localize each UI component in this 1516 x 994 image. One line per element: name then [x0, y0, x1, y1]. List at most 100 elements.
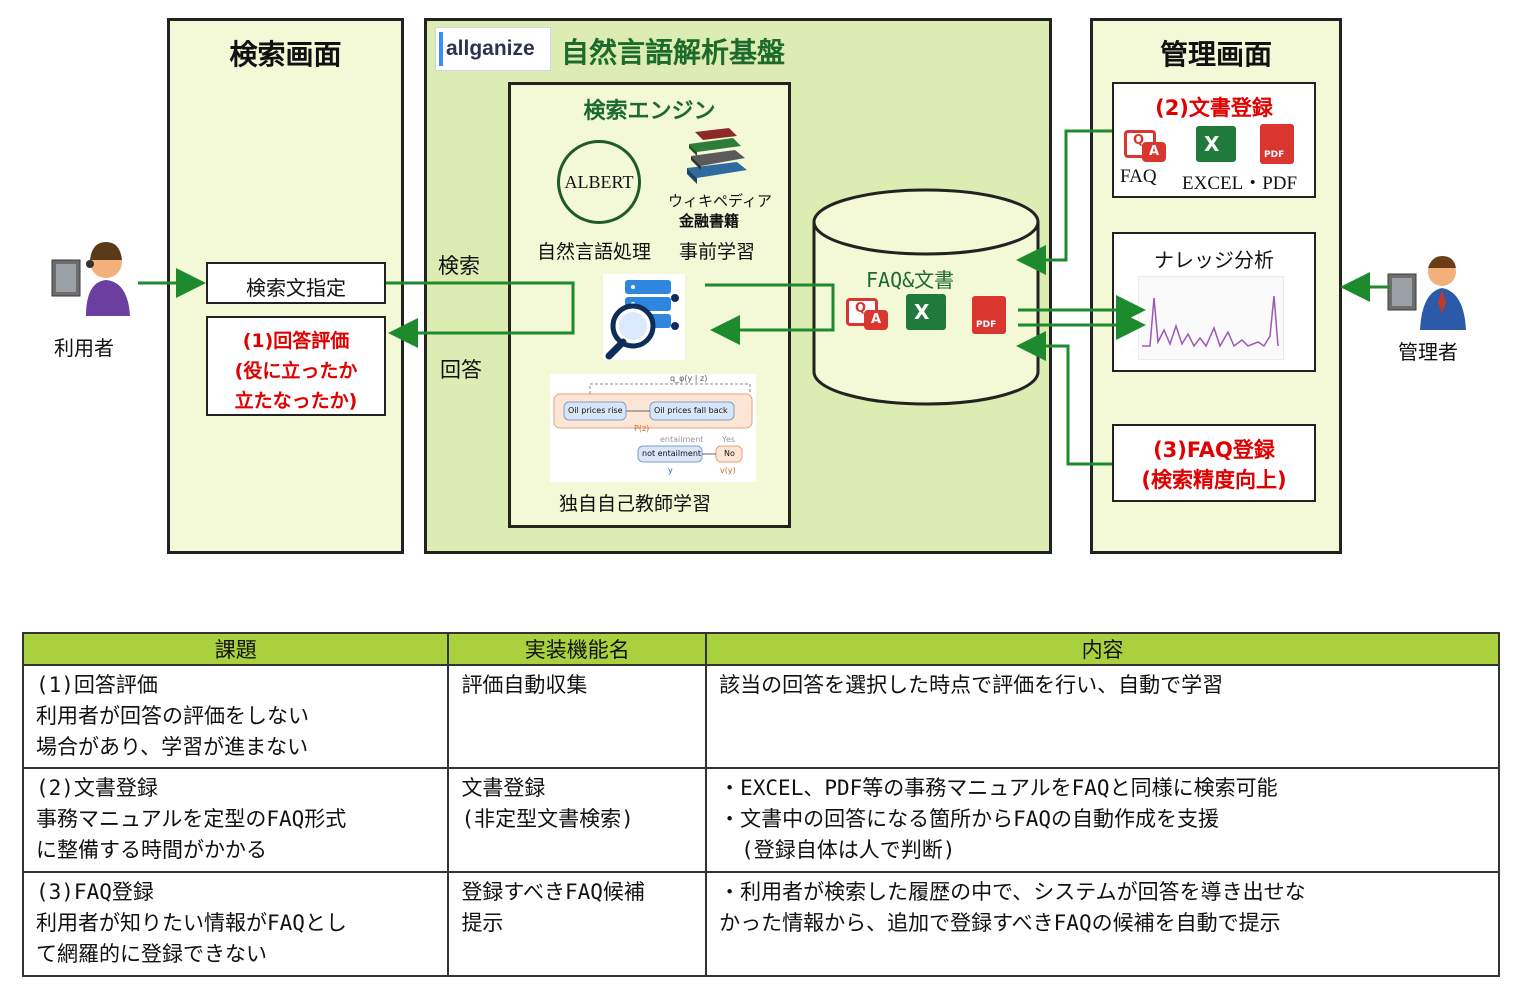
- answer-flow-label: 回答: [440, 358, 482, 382]
- answer-eval-line-2: (役に立ったか: [234, 360, 358, 382]
- books-caption-line1: ウィキペディア: [668, 192, 772, 210]
- database-label: FAQ&文書: [866, 268, 955, 292]
- albert-model-circle: ALBERT: [557, 140, 641, 224]
- pdf-icon: PDF: [972, 296, 1006, 334]
- albert-label: ALBERT: [564, 172, 634, 192]
- allganize-logo: allganize: [435, 27, 551, 71]
- doc-excel-icon: X: [1196, 126, 1236, 162]
- qa-icon: Q A: [846, 298, 890, 332]
- search-screen-title: 検索画面: [229, 38, 342, 71]
- cell-line: 利用者が回答の評価をしない: [36, 704, 309, 728]
- feature-cell: 登録すべきFAQ候補 提示: [447, 871, 708, 977]
- qa-icon-q: Q: [855, 301, 867, 316]
- faq-register-line-2: (検索精度向上): [1141, 468, 1287, 492]
- fig-node-2: Oil prices fall back: [654, 406, 728, 415]
- doc-excel-pdf-label: EXCEL・PDF: [1182, 173, 1298, 194]
- cell-line: 事務マニュアルを定型のFAQ形式: [36, 807, 347, 831]
- knowledge-analysis-title: ナレッジ分析: [1154, 248, 1274, 272]
- fig-p-label: P(z): [634, 424, 650, 433]
- header-issue: 課題: [21, 632, 450, 666]
- user-person-icon: [51, 242, 130, 316]
- cell-line: (登録自体は人で判断): [741, 838, 956, 862]
- qa-icon-a: A: [871, 312, 882, 327]
- table-row: (1)回答評価 利用者が回答の評価をしない 場合があり、学習が進まない 評価自動…: [21, 664, 1500, 769]
- answer-evaluation-box[interactable]: (1)回答評価 (役に立ったか 立たなったか): [206, 316, 386, 416]
- table-row: (3)FAQ登録 利用者が知りたい情報がFAQとし て網羅的に登録できない 登録…: [21, 871, 1500, 977]
- cell-line: 登録すべきFAQ候補: [461, 880, 645, 904]
- issue-cell: (1)回答評価 利用者が回答の評価をしない 場合があり、学習が進まない: [21, 664, 450, 769]
- search-server-icon: [603, 274, 685, 360]
- self-supervised-caption: 独自自己教師学習: [559, 493, 712, 515]
- fig-yes-label: Yes: [722, 435, 735, 444]
- doc-pdf-icon-label: PDF: [1264, 150, 1285, 160]
- cell-line: ・EXCEL、PDF等の事務マニュアルをFAQと同様に検索可能: [719, 776, 1278, 800]
- excel-icon-x: X: [914, 300, 930, 324]
- pdf-icon-label: PDF: [976, 320, 997, 330]
- search-flow-label: 検索: [438, 254, 480, 278]
- admin-person-icon: [1387, 256, 1466, 330]
- admin-label: 管理者: [1398, 340, 1458, 364]
- admin-screen-title: 管理画面: [1159, 38, 1272, 71]
- cell-line: 該当の回答を選択した時点で評価を行い、自動で学習: [719, 673, 1224, 697]
- query-input-label: 検索文指定: [246, 276, 346, 300]
- cell-line: 利用者が知りたい情報がFAQとし: [36, 911, 347, 935]
- fig-q-label: q_φ(y | z): [670, 374, 708, 383]
- content-cell: 該当の回答を選択した時点で評価を行い、自動で学習: [705, 664, 1500, 769]
- table-row: (2)文書登録 事務マニュアルを定型のFAQ形式 に整備する時間がかかる 文書登…: [21, 767, 1500, 873]
- doc-pdf-icon: PDF: [1260, 124, 1294, 164]
- header-feature: 実装機能名: [447, 632, 708, 666]
- doc-qa-icon: Q A: [1124, 130, 1168, 164]
- issues-table: 課題 実装機能名 内容 (1)回答評価 利用者が回答の評価をしない 場合があり、…: [21, 632, 1500, 977]
- cell-line: (1)回答評価: [36, 673, 158, 697]
- cell-line: 提示: [461, 911, 504, 935]
- nlp-caption: 自然言語処理: [537, 241, 652, 263]
- fig-node-4: No: [724, 449, 735, 458]
- books-caption-line2: 金融書籍: [679, 212, 740, 230]
- fig-y-label: y: [668, 466, 673, 475]
- logo-accent: [439, 32, 443, 66]
- doc-qa-icon-a: A: [1149, 144, 1160, 159]
- table-header-row: 課題 実装機能名 内容: [21, 632, 1500, 666]
- user-label: 利用者: [54, 336, 114, 360]
- faq-registration-box[interactable]: (3)FAQ登録 (検索精度向上): [1112, 424, 1316, 502]
- answer-eval-line-3: 立たなったか): [234, 390, 358, 412]
- issue-cell: (3)FAQ登録 利用者が知りたい情報がFAQとし て網羅的に登録できない: [21, 871, 450, 977]
- allganize-logo-text: allganize: [446, 37, 535, 60]
- document-registration-box[interactable]: (2)文書登録 Q A X PDF FAQ EXCEL・PDF: [1112, 82, 1316, 198]
- fig-entailment-label: entailment: [660, 435, 704, 444]
- doc-qa-icon-q: Q: [1133, 133, 1145, 148]
- cell-line: (非定型文書検索): [461, 807, 634, 831]
- cell-line: て網羅的に登録できない: [36, 942, 267, 966]
- excel-icon: X: [906, 294, 946, 330]
- cell-line: 文書登録: [461, 776, 546, 800]
- feature-cell: 文書登録 (非定型文書検索): [447, 767, 708, 873]
- content-cell: ・EXCEL、PDF等の事務マニュアルをFAQと同様に検索可能 ・文書中の回答に…: [705, 767, 1500, 873]
- cell-line: ・文書中の回答になる箇所からFAQの自動作成を支援: [719, 807, 1220, 831]
- feature-cell: 評価自動収集: [447, 664, 708, 769]
- pretrain-caption: 事前学習: [679, 241, 756, 263]
- header-content: 内容: [705, 632, 1500, 666]
- cell-line: ・利用者が検索した履歴の中で、システムが回答を導き出せな: [719, 880, 1306, 904]
- knowledge-analysis-box[interactable]: ナレッジ分析: [1112, 232, 1316, 372]
- faq-register-line-1: (3)FAQ登録: [1153, 438, 1275, 462]
- answer-eval-line-1: (1)回答評価: [242, 330, 350, 352]
- cell-line: 評価自動収集: [461, 673, 588, 697]
- doc-faq-label: FAQ: [1120, 166, 1157, 187]
- cell-line: かった情報から、追加で登録すべきFAQの候補を自動で提示: [719, 911, 1281, 935]
- doc-excel-icon-x: X: [1204, 132, 1220, 156]
- content-cell: ・利用者が検索した履歴の中で、システムが回答を導き出せな かった情報から、追加で…: [705, 871, 1500, 977]
- issue-cell: (2)文書登録 事務マニュアルを定型のFAQ形式 に整備する時間がかかる: [21, 767, 450, 873]
- cell-line: (2)文書登録: [36, 776, 158, 800]
- cell-line: (3)FAQ登録: [36, 880, 154, 904]
- search-engine-title: 検索エンジン: [583, 99, 716, 124]
- self-supervised-graph: [553, 383, 753, 463]
- query-input-box[interactable]: 検索文指定: [206, 262, 386, 304]
- knowledge-analysis-graph: [1138, 276, 1284, 360]
- doc-register-title: (2)文書登録: [1155, 96, 1273, 120]
- cell-line: 場合があり、学習が進まない: [36, 735, 309, 759]
- fig-node-3: not entailment: [642, 449, 702, 458]
- cell-line: に整備する時間がかかる: [36, 838, 267, 862]
- fig-vy-label: v(y): [720, 466, 736, 475]
- self-supervised-figure: Oil prices rise Oil prices fall back not…: [550, 374, 756, 482]
- books-icon: [687, 128, 747, 184]
